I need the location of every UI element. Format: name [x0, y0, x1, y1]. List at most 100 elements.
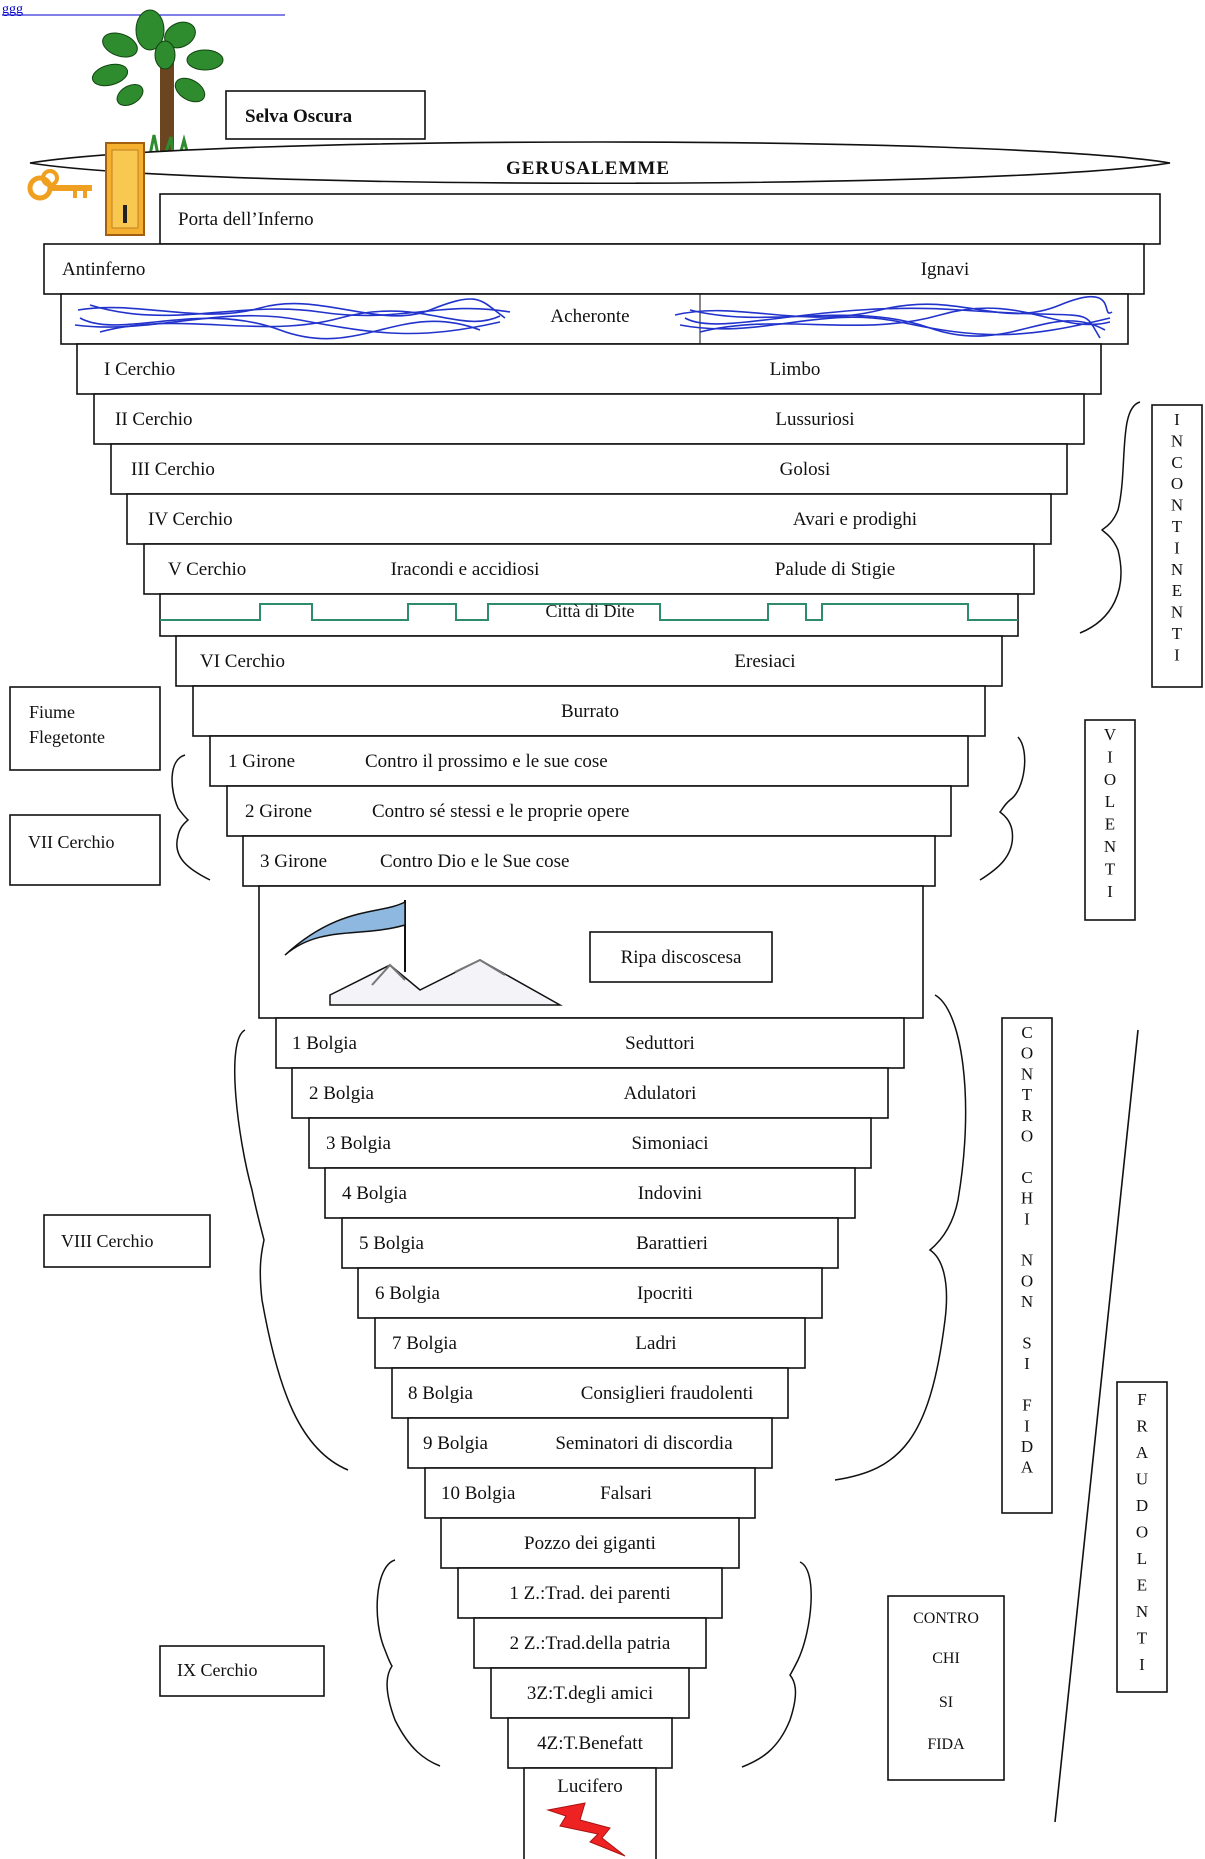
zona-3-label: 3Z:T.degli amici — [527, 1683, 653, 1704]
dite-wall — [160, 603, 1018, 621]
bolgia-9-label: 9 Bolgia — [423, 1433, 488, 1454]
incontinenti-letter: N — [1171, 603, 1183, 622]
circle-5-place: Palude di Stigie — [775, 559, 895, 580]
porta-label: Porta dell’Inferno — [178, 209, 314, 230]
bolgia-7-label: 7 Bolgia — [392, 1333, 457, 1354]
zona-4-label: 4Z:T.Benefatt — [537, 1733, 643, 1754]
fraudolenti-letter: R — [1136, 1417, 1148, 1436]
acheronte-label: Acheronte — [550, 306, 629, 327]
bolgia-1-sinners: Seduttori — [625, 1033, 695, 1054]
circle-6-sinners: Eresiaci — [734, 651, 795, 672]
contro-chi-non-si-fida-letter: O — [1021, 1271, 1033, 1290]
girone-2-label: 2 Girone — [245, 801, 312, 822]
fraudolenti-letter: E — [1137, 1576, 1147, 1595]
contro-chi-non-si-fida-letter: N — [1021, 1251, 1033, 1270]
circle-2-sinners: Lussuriosi — [775, 409, 854, 430]
circle-3-label: III Cerchio — [131, 459, 215, 480]
girone-3-label: 3 Girone — [260, 851, 327, 872]
circle-1-sinners: Limbo — [770, 359, 821, 380]
fraudolenti-letter: U — [1136, 1470, 1148, 1489]
incontinenti-letter: N — [1171, 560, 1183, 579]
contro-chi-non-si-fida-letter: T — [1022, 1085, 1033, 1104]
circle-5-label: V Cerchio — [168, 559, 246, 580]
vii-cerchio-label: VII Cerchio — [28, 832, 114, 852]
circle-5-sinners: Iracondi e accidiosi — [391, 559, 540, 580]
contro-chi-non-si-fida-letter: I — [1024, 1416, 1030, 1435]
fraudolenti-letter: T — [1137, 1629, 1148, 1648]
bolgia-10-sinners: Falsari — [600, 1483, 652, 1504]
bolgia-3-sinners: Simoniaci — [631, 1133, 708, 1154]
bolgia-9-sinners: Seminatori di discordia — [555, 1433, 733, 1454]
violenti-letter: N — [1104, 837, 1116, 856]
acheronte-river-right — [674, 295, 1113, 339]
bolgia-6-label: 6 Bolgia — [375, 1283, 440, 1304]
violenti-letter: T — [1105, 859, 1116, 878]
brace-vii-cerchio-left — [171, 754, 211, 881]
door-icon — [105, 142, 145, 236]
violenti-letter: V — [1104, 725, 1117, 744]
fraudolenti-letter: F — [1137, 1390, 1146, 1409]
top-link-fragment[interactable]: ggg — [2, 2, 23, 17]
viii-cerchio-label: VIII Cerchio — [61, 1231, 153, 1251]
contro-chi-non-si-fida-letter: O — [1021, 1044, 1033, 1063]
contro-chi-non-si-fida-letter: N — [1021, 1064, 1033, 1083]
circle-4-label: IV Cerchio — [148, 509, 233, 530]
bolgia-10-label: 10 Bolgia — [441, 1483, 516, 1504]
violenti-letter: E — [1105, 815, 1115, 834]
bolgia-8-label: 8 Bolgia — [408, 1383, 473, 1404]
contro-chi-non-si-fida-letter: I — [1024, 1354, 1030, 1373]
bolgia-2-sinners: Adulatori — [624, 1083, 697, 1104]
brace-ix-cerchio-right — [741, 1561, 812, 1768]
bolgia-8-sinners: Consiglieri fraudolenti — [581, 1383, 754, 1404]
incontinenti-letter: N — [1171, 431, 1183, 450]
fraudolenti-letter: D — [1136, 1496, 1148, 1515]
antinferno-left-label: Antinferno — [62, 259, 145, 280]
violenti-letter: I — [1107, 882, 1113, 901]
lucifero-label: Lucifero — [557, 1776, 622, 1797]
circle-2-label: II Cerchio — [115, 409, 193, 430]
ix-cerchio-label: IX Cerchio — [177, 1660, 257, 1680]
contro-chi-non-si-fida-letter: C — [1021, 1023, 1032, 1042]
contro-chi-non-si-fida-letter: S — [1022, 1334, 1031, 1353]
bolgia-2-label: 2 Bolgia — [309, 1083, 374, 1104]
fraudolenti-line — [1054, 1029, 1139, 1823]
contro-chi-non-si-fida-letter: I — [1024, 1209, 1030, 1228]
bolgia-6-sinners: Ipocriti — [637, 1283, 693, 1304]
bolgia-1-label: 1 Bolgia — [292, 1033, 357, 1054]
brace-incontinenti — [1079, 401, 1141, 634]
girone-3-sinners: Contro Dio e le Sue cose — [380, 851, 569, 872]
circle-3-sinners: Golosi — [780, 459, 831, 480]
bolgia-4-label: 4 Bolgia — [342, 1183, 407, 1204]
earth-surface-ellipse — [29, 141, 1171, 185]
fiume-label-line1: Fiume — [29, 702, 75, 722]
key-icon — [27, 169, 92, 201]
circle-1-label: I Cerchio — [104, 359, 175, 380]
zona-2-label: 2 Z.:Trad.della patria — [510, 1633, 671, 1654]
acheronte-river-left — [74, 298, 511, 340]
brace-violenti — [979, 736, 1026, 881]
violenti-letter: L — [1105, 792, 1115, 811]
contro-chi-si-fida-line1: CONTRO — [913, 1610, 979, 1627]
girone-2-sinners: Contro sé stessi e le proprie opere — [372, 801, 629, 822]
incontinenti-letter: T — [1172, 517, 1183, 536]
brace-viii-cerchio-left — [233, 1029, 349, 1471]
contro-chi-non-si-fida-letter: A — [1021, 1458, 1034, 1477]
fraudolenti-letter: I — [1139, 1655, 1145, 1674]
incontinenti-letter: I — [1174, 410, 1180, 429]
bolgia-3-label: 3 Bolgia — [326, 1133, 391, 1154]
mountain-flag-icon — [284, 900, 563, 1006]
contro-chi-si-fida-line2: CHI — [932, 1650, 960, 1667]
incontinenti-letter: I — [1174, 645, 1180, 664]
selva-oscura-label: Selva Oscura — [245, 106, 353, 127]
lightning-bolt-icon — [546, 1802, 626, 1857]
fraudolenti-letter: O — [1136, 1523, 1148, 1542]
zona-1-label: 1 Z.:Trad. dei parenti — [509, 1583, 670, 1604]
brace-contro-chi-non-si-fida — [834, 994, 967, 1481]
violenti-letter: O — [1104, 770, 1116, 789]
incontinenti-letter: I — [1174, 538, 1180, 557]
contro-chi-non-si-fida-letter: O — [1021, 1127, 1033, 1146]
incontinenti-letter: C — [1171, 453, 1182, 472]
